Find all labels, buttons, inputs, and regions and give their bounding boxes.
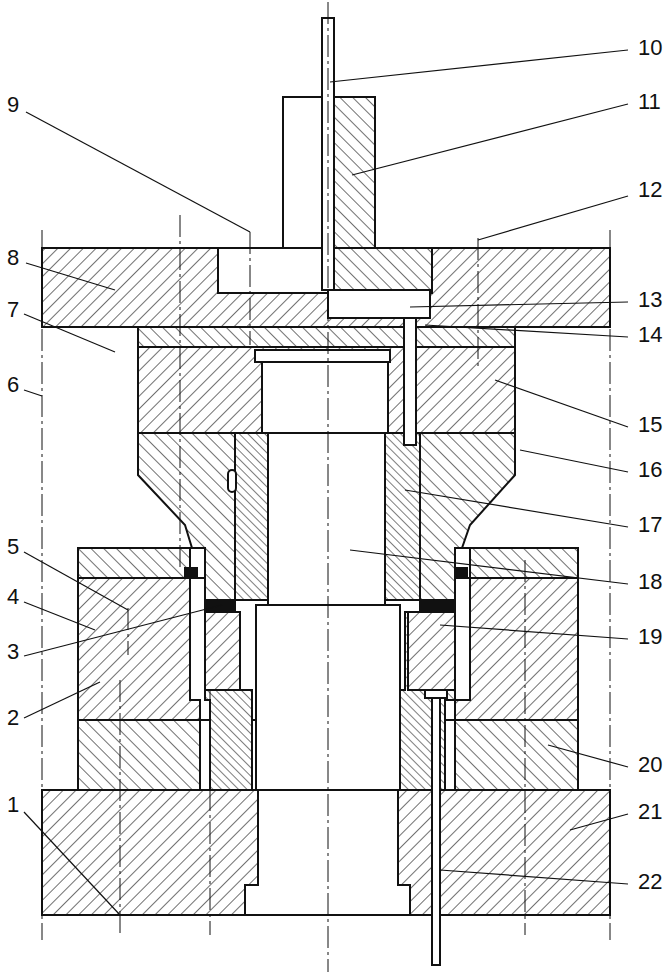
callout-number: 22 bbox=[637, 869, 663, 895]
callout-number: 5 bbox=[6, 534, 20, 560]
drawing-part bbox=[385, 433, 420, 600]
drawing-part bbox=[180, 215, 181, 570]
callout-number: 9 bbox=[6, 92, 20, 118]
drawing-part bbox=[268, 433, 385, 605]
drawing-part bbox=[24, 602, 95, 630]
callout-number: 20 bbox=[637, 752, 663, 778]
drawing-part bbox=[24, 552, 128, 610]
drawing-part bbox=[26, 263, 115, 290]
callout-number: 8 bbox=[6, 245, 20, 271]
drawing-part bbox=[120, 680, 121, 935]
drawing-part bbox=[420, 600, 455, 612]
drawing-part bbox=[400, 612, 455, 790]
drawing-part bbox=[432, 698, 440, 965]
drawing-part bbox=[455, 568, 467, 578]
callout-number: 7 bbox=[6, 297, 20, 323]
callout-number: 16 bbox=[637, 457, 663, 483]
drawing-part bbox=[228, 470, 236, 492]
drawing-part bbox=[495, 380, 628, 427]
drawing-part bbox=[138, 347, 515, 433]
drawing-part bbox=[24, 682, 100, 718]
callout-number: 19 bbox=[637, 624, 663, 650]
drawing-part bbox=[440, 870, 628, 884]
callout-number: 11 bbox=[637, 89, 662, 115]
callout-number: 12 bbox=[637, 177, 663, 203]
drawing-part bbox=[42, 2, 610, 972]
drawing-part bbox=[250, 232, 251, 345]
drawing-part bbox=[205, 612, 252, 790]
drawing-part bbox=[350, 550, 628, 584]
drawing-part bbox=[42, 18, 610, 965]
drawing-part bbox=[520, 450, 628, 472]
drawing-part bbox=[425, 325, 628, 337]
drawing-part bbox=[525, 560, 526, 935]
drawing-part bbox=[185, 568, 197, 578]
drawing-part bbox=[24, 314, 115, 352]
drawing-part bbox=[570, 814, 628, 830]
drawing-part bbox=[330, 50, 628, 82]
drawing-part bbox=[408, 612, 455, 690]
drawing-part bbox=[24, 390, 42, 396]
drawing-part bbox=[262, 362, 388, 433]
drawing-part bbox=[410, 302, 628, 307]
callout-number: 2 bbox=[6, 705, 20, 731]
drawing-part bbox=[328, 290, 430, 318]
drawing-part bbox=[255, 350, 390, 362]
drawing-part bbox=[24, 812, 120, 915]
drawing-part bbox=[478, 196, 628, 240]
drawing-part bbox=[138, 327, 515, 347]
drawing-part bbox=[334, 97, 375, 248]
drawing-part bbox=[205, 612, 240, 690]
callout-number: 17 bbox=[637, 512, 663, 538]
callout-number: 14 bbox=[637, 322, 663, 348]
drawing-part bbox=[210, 690, 211, 935]
drawing-part bbox=[128, 608, 129, 655]
callout-number: 15 bbox=[637, 412, 663, 438]
drawing-part bbox=[478, 238, 479, 370]
drawing-part bbox=[404, 318, 416, 445]
drawing-part bbox=[235, 433, 268, 600]
drawing-part bbox=[24, 605, 222, 656]
callout-number: 4 bbox=[6, 584, 20, 610]
drawing-part bbox=[42, 230, 43, 940]
drawing-part bbox=[328, 2, 329, 972]
callout-number: 1 bbox=[6, 792, 20, 818]
drawing-part bbox=[24, 50, 628, 915]
callout-number: 13 bbox=[637, 287, 663, 313]
drawing-part bbox=[352, 104, 628, 175]
callout-number: 21 bbox=[637, 799, 663, 825]
drawing-part bbox=[330, 248, 432, 293]
callout-number: 3 bbox=[6, 639, 20, 665]
drawing-part bbox=[440, 625, 628, 639]
callout-number: 18 bbox=[637, 569, 663, 595]
drawing-part bbox=[26, 112, 250, 232]
drawing-part bbox=[548, 745, 628, 767]
drawing-part bbox=[405, 490, 628, 527]
callout-number: 10 bbox=[637, 35, 663, 61]
drawing-part bbox=[425, 690, 447, 698]
callout-number: 6 bbox=[6, 372, 20, 398]
